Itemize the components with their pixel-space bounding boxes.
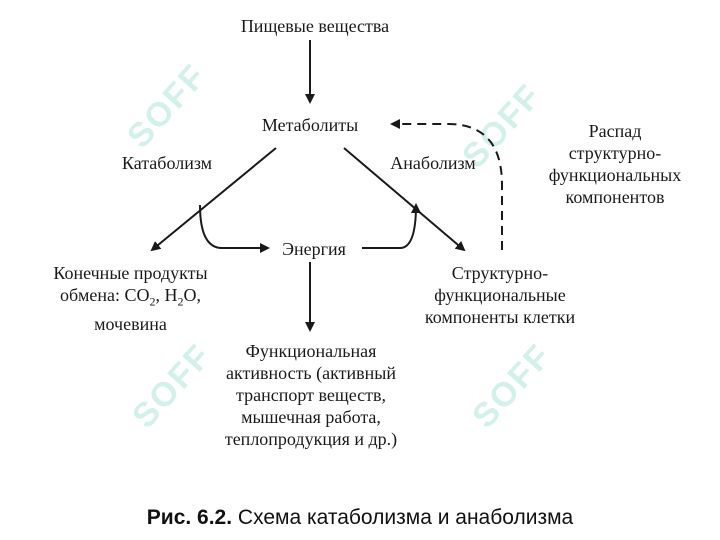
figure-caption-label: Рис. 6.2. <box>146 506 233 529</box>
figure-caption-text: Схема катаболизма и анаболизма <box>232 506 574 529</box>
end-products-line: мочевина <box>94 313 167 334</box>
catabolism-label: Катаболизм <box>121 153 213 173</box>
h2o-subscript: 2 <box>177 294 184 309</box>
structural-components-label: Структурно- функциональные компоненты кл… <box>405 262 595 328</box>
end-products-line: Конечные продукты <box>53 263 208 283</box>
food-substances-label: Пищевые вещества <box>240 16 390 36</box>
structural-line: компоненты клетки <box>424 307 576 327</box>
breakdown-line: функциональных <box>548 165 682 185</box>
activity-line: Функциональная <box>245 341 377 361</box>
activity-line: мышечная работа, <box>241 407 381 427</box>
activity-line: теплопродукция и др.) <box>224 429 398 449</box>
breakdown-line: компонентов <box>565 187 665 207</box>
breakdown-line: Распад <box>588 121 642 141</box>
structural-line: функциональные <box>434 285 566 305</box>
arrow-anabolism <box>343 147 466 252</box>
anabolism-label: Анаболизм <box>390 153 476 173</box>
energy-label: Энергия <box>282 239 346 259</box>
arrow-catabolism-to-energy <box>199 204 270 253</box>
breakdown-line: структурно- <box>568 143 662 163</box>
activity-line: транспорт веществ, <box>236 385 386 405</box>
structural-line: Структурно- <box>451 263 549 283</box>
breakdown-label: Распад структурно- функциональных компон… <box>520 120 710 208</box>
metabolites-label: Метаболиты <box>261 115 359 135</box>
activity-line: активность (активный <box>226 363 396 383</box>
end-products-label: Конечные продукты обмена: CO2, H2O, моче… <box>28 262 233 335</box>
arrow-catabolism <box>150 147 277 252</box>
co2-subscript: 2 <box>149 294 156 309</box>
arrow-breakdown-dashed <box>390 119 503 250</box>
figure-caption: Рис. 6.2. Схема катаболизма и анаболизма <box>0 506 720 530</box>
arrow-energy-to-anabolism <box>362 203 421 249</box>
end-products-formula: обмена: CO2, H2O, <box>60 285 201 309</box>
functional-activity-label: Функциональная активность (активный тран… <box>200 340 422 450</box>
